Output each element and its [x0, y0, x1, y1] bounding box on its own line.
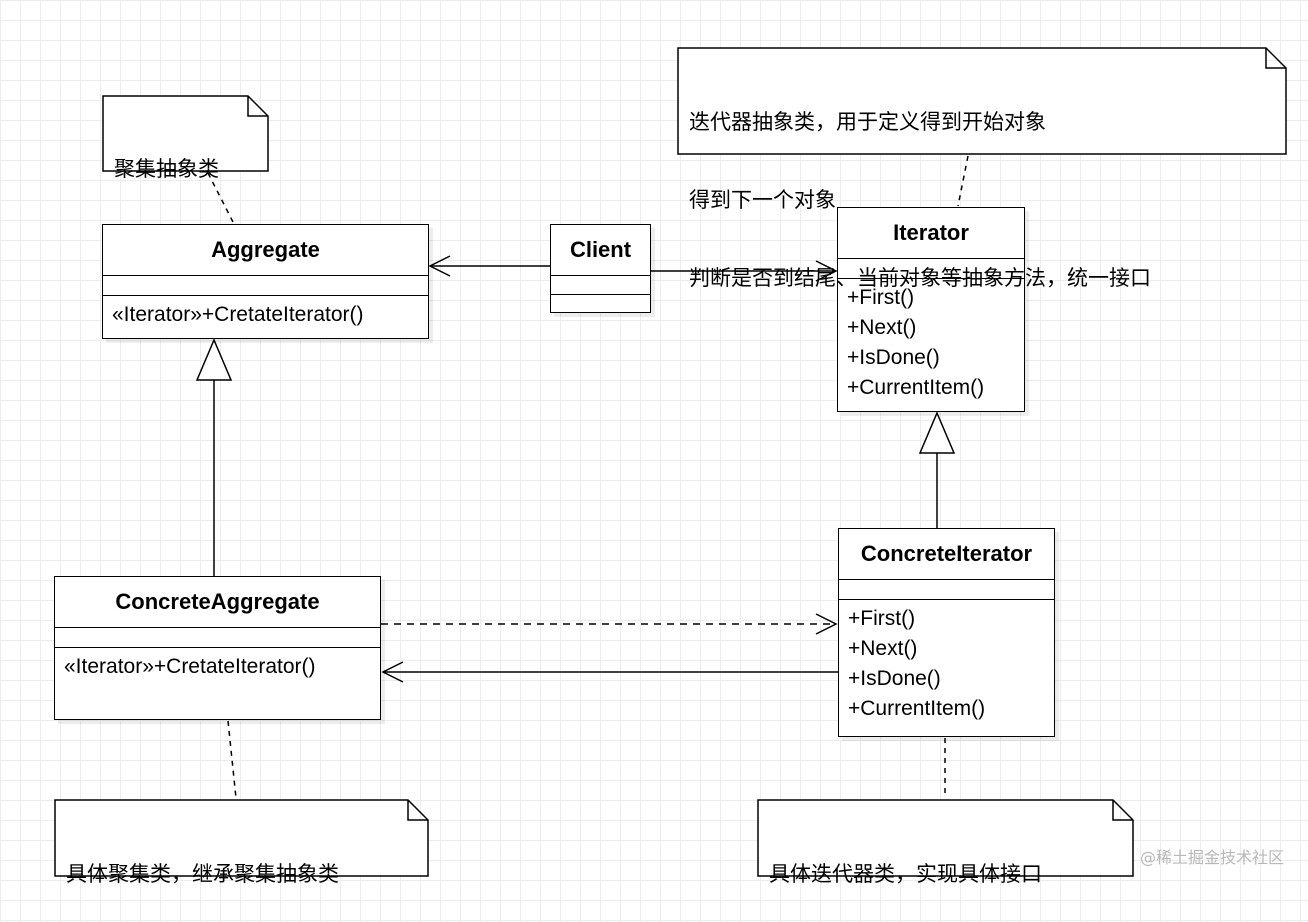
operation: «Iterator»+CretateIterator()	[64, 655, 316, 678]
operation: +IsDone()	[848, 667, 941, 690]
concrete-aggregate-note: 具体聚集类，继承聚集抽象类	[56, 802, 349, 922]
concrete-iterator-class-name: ConcreteIterator	[839, 529, 1054, 580]
watermark: @稀土掘金技术社区	[1139, 848, 1284, 867]
operation: +First()	[848, 607, 916, 630]
client-attributes	[551, 276, 650, 295]
diagram-canvas	[54, 47, 1287, 877]
dependency-arrowhead	[815, 613, 838, 635]
iterator-generalization-triangle	[918, 411, 956, 454]
operation: +CurrentItem()	[847, 376, 985, 399]
client-iterator-arrowhead	[815, 260, 838, 282]
note-line: 具体聚集类，继承聚集抽象类	[66, 863, 339, 886]
note-line: 迭代器抽象类，用于定义得到开始对象	[689, 111, 1046, 134]
operation: +CurrentItem()	[848, 697, 986, 720]
operation: «Iterator»+CretateIterator()	[112, 303, 364, 326]
iterator-class-name: Iterator	[838, 208, 1024, 259]
note-line: 聚集抽象类	[114, 158, 219, 181]
client-class-name: Client	[551, 225, 650, 276]
concrete-iterator-note: 具体迭代器类，实现具体接口	[759, 802, 1052, 922]
concrete-aggregate-note-anchor	[227, 720, 237, 799]
aggregate-operations: «Iterator»+CretateIterator()	[103, 296, 428, 330]
concrete-iterator-operations: +First() +Next() +IsDone() +CurrentItem(…	[839, 600, 1054, 724]
concrete-aggregate-note-shape	[54, 799, 429, 877]
client-class[interactable]: Client	[550, 224, 651, 313]
iterator-note-anchor	[957, 155, 969, 207]
iterator-class[interactable]: Iterator +First() +Next() +IsDone() +Cur…	[837, 207, 1025, 412]
iterator-note: 迭代器抽象类，用于定义得到开始对象 得到下一个对象 判断是否到结尾、当前对象等抽…	[679, 50, 1161, 326]
concrete-aggregate-operations: «Iterator»+CretateIterator()	[55, 648, 380, 682]
aggregate-class-name: Aggregate	[103, 225, 428, 276]
concrete-aggregate-class-name: ConcreteAggregate	[55, 577, 380, 628]
concrete-iterator-class[interactable]: ConcreteIterator +First() +Next() +IsDon…	[838, 528, 1055, 737]
concrete-iterator-note-shape	[757, 799, 1134, 877]
iterator-attributes	[838, 259, 1024, 279]
aggregate-generalization-triangle	[195, 338, 233, 381]
iterator-operations: +First() +Next() +IsDone() +CurrentItem(…	[838, 279, 1024, 403]
concrete-aggregate-attributes	[55, 628, 380, 648]
client-aggregate-arrowhead	[428, 255, 451, 277]
iterator-note-shape	[677, 47, 1287, 155]
note-line: 判断是否到结尾、当前对象等抽象方法，统一接口	[689, 267, 1151, 290]
operation: +Next()	[847, 316, 917, 339]
concrete-iterator-attributes	[839, 580, 1054, 600]
note-line: 具体迭代器类，实现具体接口	[769, 863, 1042, 886]
aggregate-attributes	[103, 276, 428, 296]
iterator-aggregate-arrowhead	[381, 661, 404, 683]
aggregate-note: 聚集抽象类	[104, 97, 229, 217]
note-line: 得到下一个对象	[689, 189, 836, 212]
concrete-aggregate-class[interactable]: ConcreteAggregate «Iterator»+CretateIter…	[54, 576, 381, 720]
aggregate-class[interactable]: Aggregate «Iterator»+CretateIterator()	[102, 224, 429, 339]
aggregate-note-shape	[102, 95, 269, 172]
operation: +Next()	[848, 637, 918, 660]
operation: +IsDone()	[847, 346, 940, 369]
operation: +First()	[847, 286, 915, 309]
